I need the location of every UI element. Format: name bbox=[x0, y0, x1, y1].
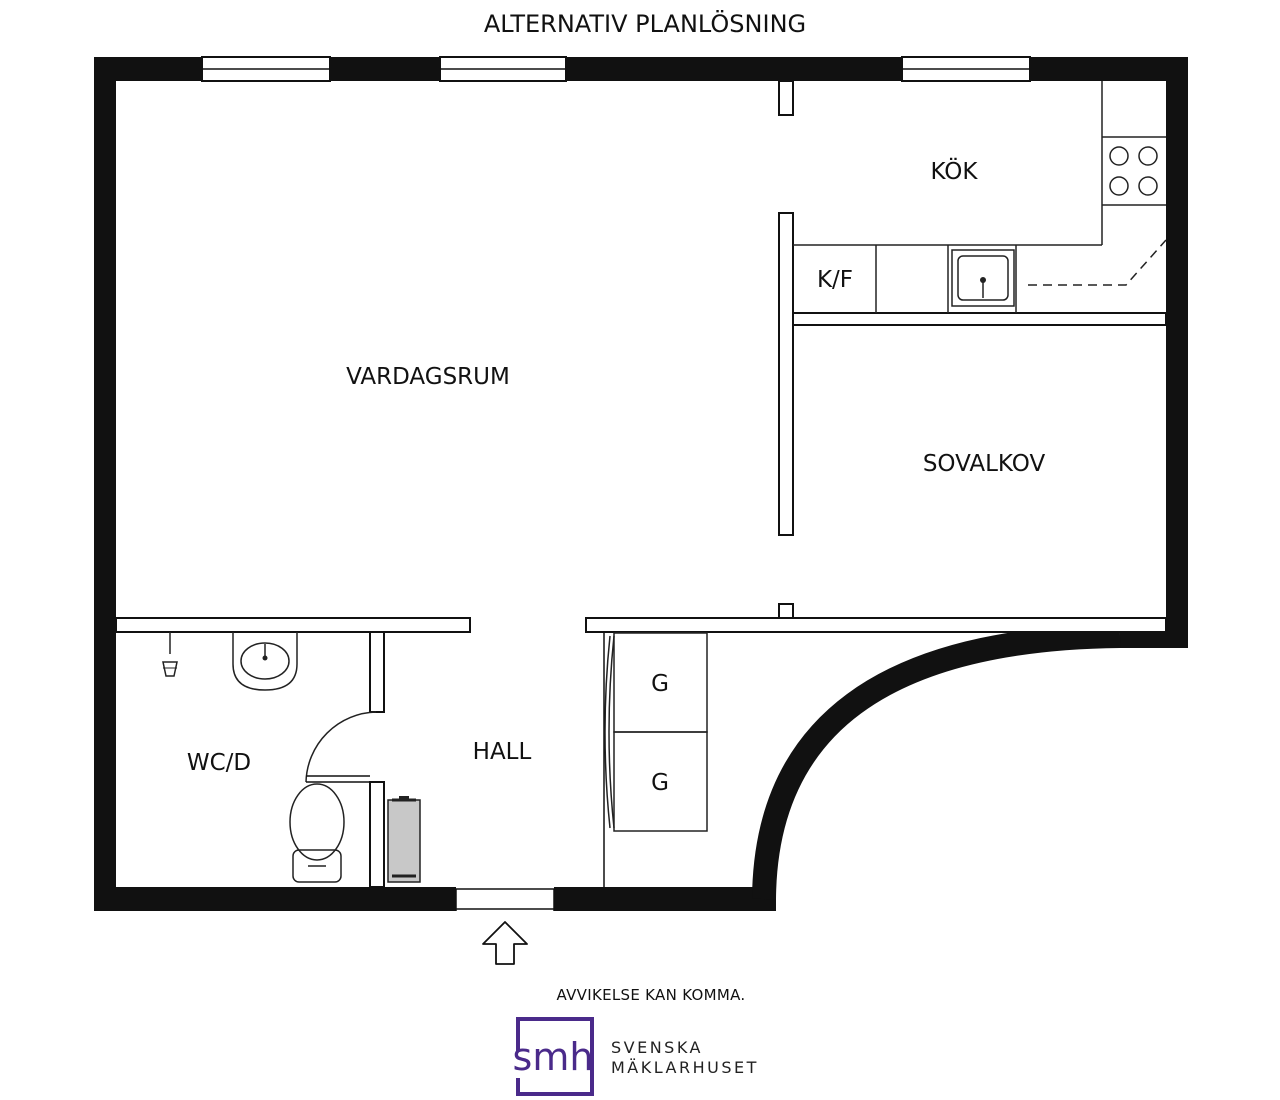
room-label-kf: K/F bbox=[817, 267, 853, 293]
room-label-kok: KÖK bbox=[930, 157, 978, 185]
company-logo: smh SVENSKA MÄKLARHUSET bbox=[513, 1017, 759, 1096]
interior-walls bbox=[115, 80, 1167, 888]
toilet-icon bbox=[289, 783, 345, 883]
room-label-g1: G bbox=[651, 671, 669, 697]
disclaimer: AVVIKELSE KAN KOMMA. bbox=[557, 986, 746, 1004]
wardrobes bbox=[604, 632, 708, 832]
curved-wall bbox=[752, 624, 1121, 900]
plan-title: ALTERNATIV PLANLÖSNING bbox=[484, 9, 806, 38]
room-label-g2: G bbox=[651, 770, 669, 796]
washbasin-icon bbox=[232, 632, 298, 691]
outer-walls bbox=[94, 57, 1188, 911]
logo-letters: smh bbox=[513, 1035, 594, 1079]
entrance-door bbox=[455, 888, 555, 911]
sink-icon bbox=[951, 249, 1015, 307]
windows bbox=[201, 56, 1031, 82]
shower-head-icon bbox=[162, 632, 178, 677]
shower-icon bbox=[387, 796, 421, 883]
room-label-hall: HALL bbox=[473, 739, 532, 765]
room-label-vardagsrum: VARDAGSRUM bbox=[346, 364, 510, 390]
room-label-wcd: WC/D bbox=[187, 750, 251, 776]
logo-line1: SVENSKA bbox=[611, 1038, 703, 1057]
room-label-sovalkov: SOVALKOV bbox=[923, 451, 1046, 477]
kitchen-counter bbox=[793, 81, 1167, 313]
logo-line2: MÄKLARHUSET bbox=[611, 1058, 759, 1077]
entrance-arrow-icon bbox=[482, 921, 528, 965]
stove-icon bbox=[1109, 146, 1158, 196]
wc-door bbox=[305, 711, 377, 783]
